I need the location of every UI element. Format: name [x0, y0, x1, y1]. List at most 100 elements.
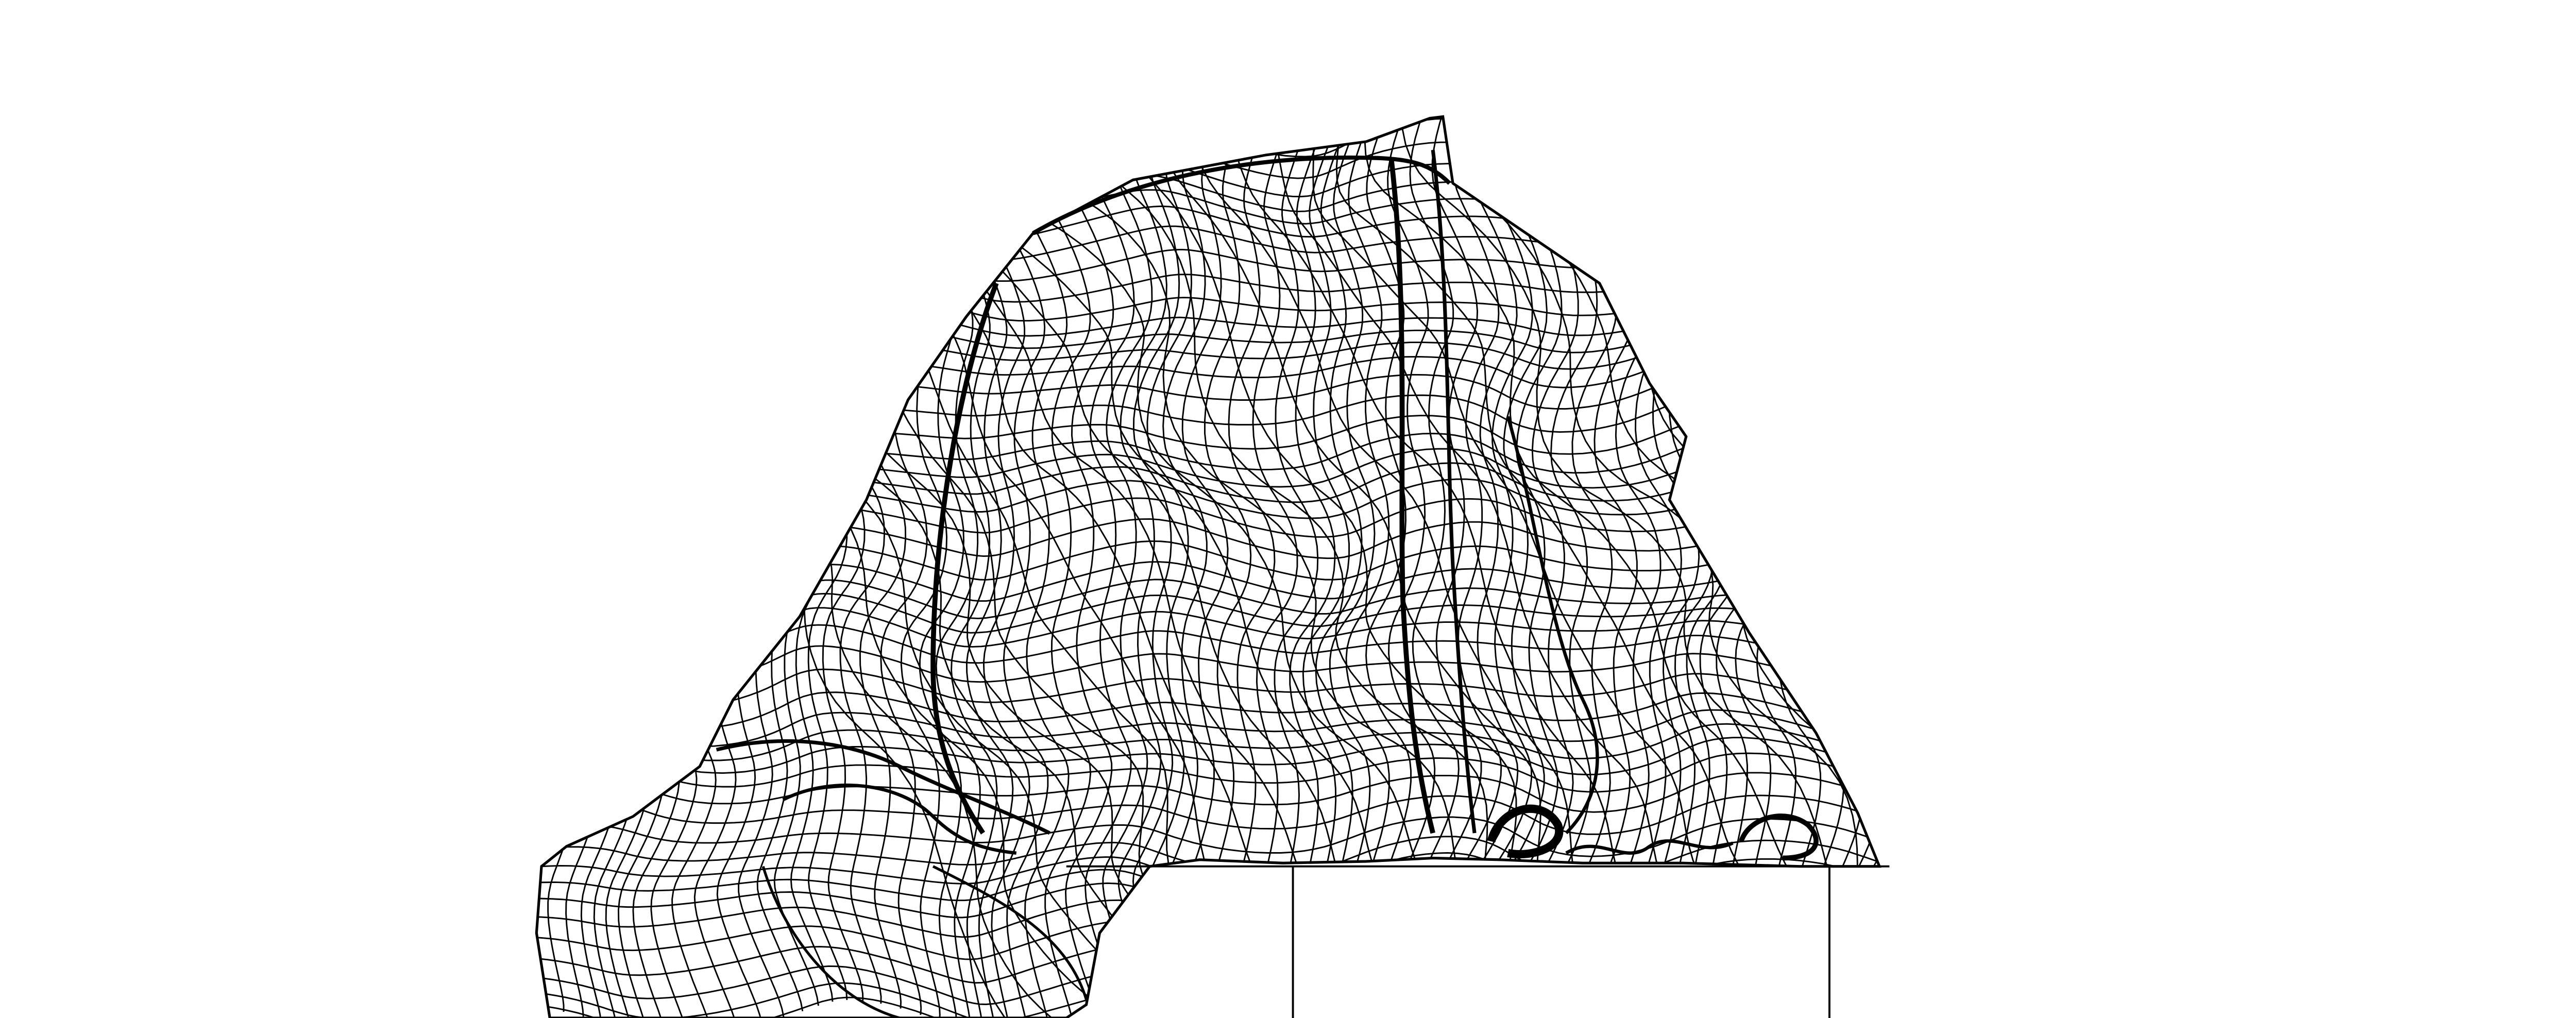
- fold-top-ridge: [1032, 155, 1451, 235]
- mesh-line-horizontal: [536, 752, 1879, 793]
- mesh-line-diagonal: [1941, 102, 2476, 1018]
- mesh-line-diagonal: [856, 116, 1365, 1018]
- fold-lower-left-knot-2: [782, 784, 1017, 855]
- mesh-line-vertical: [1594, 116, 1643, 1018]
- fold-right-vertical-2: [1431, 149, 1477, 834]
- mesh-line-horizontal: [536, 116, 1879, 135]
- mesh-line-diagonal: [1535, 116, 1879, 1014]
- mesh-line-vertical: [1204, 116, 1254, 1016]
- mesh-line-horizontal: [536, 303, 1879, 344]
- mesh-line-diagonal: [745, 116, 1275, 1018]
- mesh-line-vertical: [536, 116, 556, 1008]
- mesh-line-vertical: [1799, 116, 1844, 1018]
- mesh-line-horizontal: [536, 478, 1879, 519]
- mesh-line-horizontal: [536, 392, 1879, 433]
- mesh-line-vertical: [1329, 116, 1376, 1018]
- mesh-line-diagonal: [1815, 116, 1879, 1018]
- mesh-line-vertical: [1452, 116, 1502, 1015]
- mesh-line-vertical: [1832, 116, 1879, 1018]
- mesh-line-horizontal: [536, 794, 1879, 835]
- mesh-line-vertical: [998, 116, 1049, 1018]
- mesh-line-vertical: [1117, 116, 1167, 1006]
- fold-left-vertical: [930, 282, 999, 835]
- mesh-line-vertical: [602, 116, 652, 1018]
- pedestal-frame: [1066, 865, 1890, 1018]
- mesh-line-vertical: [1345, 116, 1390, 1018]
- mesh-line-diagonal: [1902, 103, 2436, 1018]
- fold-dangling-flap-2: [932, 865, 1088, 1000]
- mesh-line-vertical: [1861, 116, 1879, 1018]
- mesh-line-vertical: [1846, 116, 1879, 1018]
- mesh-line-horizontal: [536, 116, 1875, 158]
- mesh-line-horizontal: [536, 942, 1879, 984]
- mesh-line-vertical: [1044, 116, 1092, 1018]
- mesh-line-vertical: [1549, 116, 1598, 1018]
- mesh-line-horizontal: [536, 737, 1879, 777]
- fold-bottom-wave: [1565, 839, 1734, 855]
- mesh-line-diagonal: [1671, 116, 1879, 1018]
- mesh-line-vertical: [693, 116, 743, 1018]
- mesh-line-horizontal: [536, 882, 1874, 923]
- mesh-line-diagonal: [1844, 116, 1879, 1013]
- fold-bottom-coil-2: [1738, 813, 1819, 861]
- mesh-line-horizontal: [536, 689, 1879, 730]
- mesh-line-horizontal: [536, 221, 1879, 262]
- mesh-line-horizontal: [536, 899, 1874, 941]
- mesh-line-diagonal: [1475, 116, 1879, 1018]
- mesh-line-vertical: [1064, 116, 1114, 1018]
- mesh-line-vertical: [935, 116, 981, 1018]
- mesh-line-vertical: [650, 116, 701, 1018]
- mesh-line-vertical: [1302, 116, 1350, 1018]
- mesh-line-diagonal: [1576, 116, 1879, 1018]
- mesh-line-diagonal: [1335, 116, 1849, 1018]
- mesh-line-vertical: [587, 116, 637, 1018]
- mesh-line-vertical: [1699, 116, 1745, 1013]
- mesh-line-horizontal: [536, 332, 1879, 374]
- mesh-line-vertical: [735, 116, 785, 1018]
- mesh-line-vertical: [753, 116, 804, 1012]
- mesh-line-diagonal: [1310, 116, 1814, 1018]
- fold-bottom-coil-1: [1487, 804, 1564, 859]
- mesh-line-vertical: [1146, 116, 1195, 1005]
- cloth-mesh-grid: [488, 75, 2476, 1018]
- fold-dangling-flap: [761, 866, 901, 1018]
- mesh-line-vertical: [552, 116, 602, 1017]
- mesh-line-horizontal: [536, 722, 1879, 764]
- mesh-line-diagonal: [1705, 116, 1879, 1018]
- mesh-line-vertical: [1668, 116, 1715, 1014]
- mesh-line-vertical: [1735, 116, 1783, 1016]
- mesh-line-diagonal: [1265, 116, 1774, 1018]
- mesh-line-horizontal: [536, 996, 1879, 1018]
- mesh-line-horizontal: [536, 369, 1879, 410]
- mesh-line-horizontal: [536, 349, 1879, 390]
- fold-right-bulge: [1506, 416, 1599, 835]
- mesh-line-vertical: [671, 116, 722, 1018]
- mesh-line-vertical: [1409, 116, 1460, 1016]
- mesh-line-vertical: [1615, 116, 1666, 1018]
- mesh-line-vertical: [488, 91, 531, 1006]
- mesh-line-horizontal: [536, 772, 1879, 813]
- mesh-line-diagonal: [1736, 116, 1879, 1018]
- mesh-line-vertical: [1084, 116, 1135, 1013]
- mesh-line-vertical: [1685, 116, 1730, 1013]
- cloth-fold-lines: [716, 149, 1819, 1018]
- mesh-line-horizontal: [536, 920, 1877, 961]
- mesh-line-diagonal: [536, 116, 1029, 1018]
- mesh-line-vertical: [1778, 116, 1823, 1018]
- fold-lower-left-knot: [716, 739, 1050, 835]
- mesh-line-horizontal: [536, 433, 1879, 474]
- mesh-line-diagonal: [1871, 116, 1879, 1014]
- mesh-line-horizontal: [536, 707, 1879, 749]
- mesh-line-vertical: [1756, 116, 1803, 1018]
- mesh-line-diagonal: [1774, 116, 1879, 1018]
- fold-right-vertical: [1388, 158, 1435, 834]
- mesh-line-horizontal: [536, 203, 1879, 244]
- mesh-line-horizontal: [536, 964, 1879, 1005]
- mesh-line-horizontal: [536, 497, 1879, 538]
- cloth-mesh-outline: [536, 116, 1879, 1018]
- mesh-line-vertical: [1716, 116, 1763, 1014]
- mesh-line-horizontal: [524, 75, 1890, 114]
- mesh-line-vertical: [784, 116, 834, 1002]
